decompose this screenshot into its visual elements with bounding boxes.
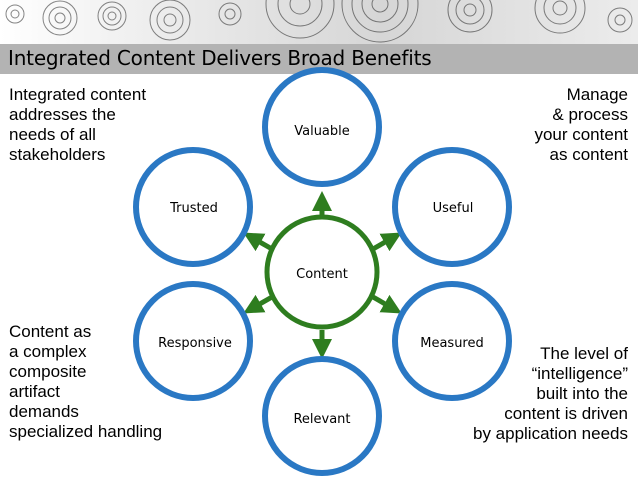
node-trusted-label: Trusted [169, 201, 218, 216]
node-responsive-label: Responsive [158, 336, 232, 351]
center-label: Content [296, 267, 348, 282]
arrow-measured [373, 297, 394, 309]
node-valuable-label: Valuable [294, 124, 350, 139]
node-relevant-label: Relevant [293, 412, 350, 427]
arrow-responsive [251, 297, 272, 309]
node-measured-label: Measured [420, 336, 484, 351]
arrow-useful [373, 237, 394, 249]
node-useful-label: Useful [433, 201, 474, 216]
arrow-trusted [251, 237, 272, 249]
